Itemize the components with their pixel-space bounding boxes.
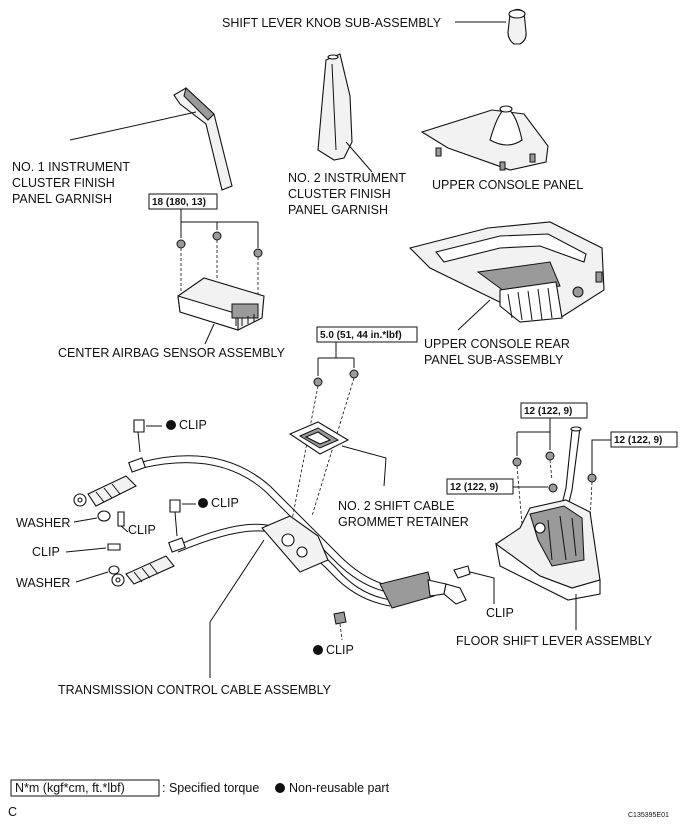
grommet-line-2: GROMMET RETAINER [338,515,469,529]
lever-torque-callouts: 12 (122, 9) 12 (122, 9) 12 (122, 9) [446,402,678,495]
floor-lever-label: FLOOR SHIFT LEVER ASSEMBLY [456,634,653,648]
clip-3-label: CLIP [32,545,60,559]
garnish-1-illustration [173,87,233,191]
clip-2-callout: CLIP [117,511,156,537]
transmission-cable-illustration [73,455,471,641]
garnish-2-line-1: NO. 2 INSTRUMENT [288,171,406,185]
grommet-line-1: NO. 2 SHIFT CABLE [338,499,454,513]
airbag-torque-text: 18 (180, 13) [152,197,206,208]
corner-letter: C [8,805,17,819]
non-reusable-dot-icon [166,420,176,430]
airbag-sensor-label: CENTER AIRBAG SENSOR ASSEMBLY [58,346,286,360]
airbag-torque-callout: 18 (180, 13) [148,193,259,248]
washer-2-callout: WASHER [16,565,120,590]
clip-3-callout: CLIP [32,543,121,559]
garnish-2-label: NO. 2 INSTRUMENT CLUSTER FINISH PANEL GA… [288,171,409,217]
legend-specified-text: : Specified torque [162,781,259,795]
middle-clip-label: CLIP [211,496,239,510]
airbag-bolts [176,231,263,296]
garnish-1-line-3: PANEL GARNISH [12,192,112,206]
legend-nonreusable-text: Non-reusable part [289,781,390,795]
trans-cable-label: TRANSMISSION CONTROL CABLE ASSEMBLY [58,683,332,697]
rear-panel-label: UPPER CONSOLE REAR PANEL SUB-ASSEMBLY [424,337,573,367]
clip-5-label: CLIP [326,643,354,657]
garnish-2-line-3: PANEL GARNISH [288,203,388,217]
washer-1-label: WASHER [16,516,70,530]
clip-2-label: CLIP [128,523,156,537]
garnish-2-line-2: CLUSTER FINISH [288,187,391,201]
grommet-label: NO. 2 SHIFT CABLE GROMMET RETAINER [338,499,469,529]
grommet-torque-text: 5.0 (51, 44 in.*lbf) [320,330,402,341]
lever-right-torque-text: 12 (122, 9) [614,435,662,446]
garnish-1-line-1: NO. 1 INSTRUMENT [12,160,130,174]
legend-unit-box [10,779,160,797]
grommet-retainer-illustration [288,421,350,455]
middle-clip-callout: CLIP [169,496,239,537]
shift-knob-illustration [507,8,527,45]
non-reusable-dot-icon [313,645,323,655]
upper-console-label: UPPER CONSOLE PANEL [432,178,583,192]
rear-panel-illustration [408,221,605,323]
rear-panel-line-2: PANEL SUB-ASSEMBLY [424,353,564,367]
washer-2-label: WASHER [16,576,70,590]
lever-top-torque-text: 12 (122, 9) [524,406,572,417]
rear-panel-line-1: UPPER CONSOLE REAR [424,337,570,351]
non-reusable-dot-icon [198,498,208,508]
garnish-1-line-2: CLUSTER FINISH [12,176,115,190]
garnish-2-illustration [317,53,353,161]
figure-code: C135395E01 [628,812,669,819]
legend-unit-text: N*m (kgf*cm, ft.*lbf) [15,781,125,795]
upper-clip-label: CLIP [179,418,207,432]
airbag-sensor-illustration [177,277,265,331]
garnish-1-label: NO. 1 INSTRUMENT CLUSTER FINISH PANEL GA… [12,160,133,206]
lever-mid-torque-text: 12 (122, 9) [450,482,498,493]
legend-dot-icon [275,783,285,793]
upper-console-panel-illustration [420,105,549,171]
upper-clip-callout: CLIP [133,418,207,453]
clip-4-callout: CLIP [469,571,514,620]
clip-5-callout: CLIP [313,643,354,657]
floor-shift-lever-illustration [495,426,601,601]
grommet-torque-callout: 5.0 (51, 44 in.*lbf) [316,326,418,376]
washer-1-callout: WASHER [16,510,111,530]
shift-knob-label: SHIFT LEVER KNOB SUB-ASSEMBLY [222,16,442,30]
legend: N*m (kgf*cm, ft.*lbf) : Specified torque… [10,779,390,797]
clip-4-label: CLIP [486,606,514,620]
